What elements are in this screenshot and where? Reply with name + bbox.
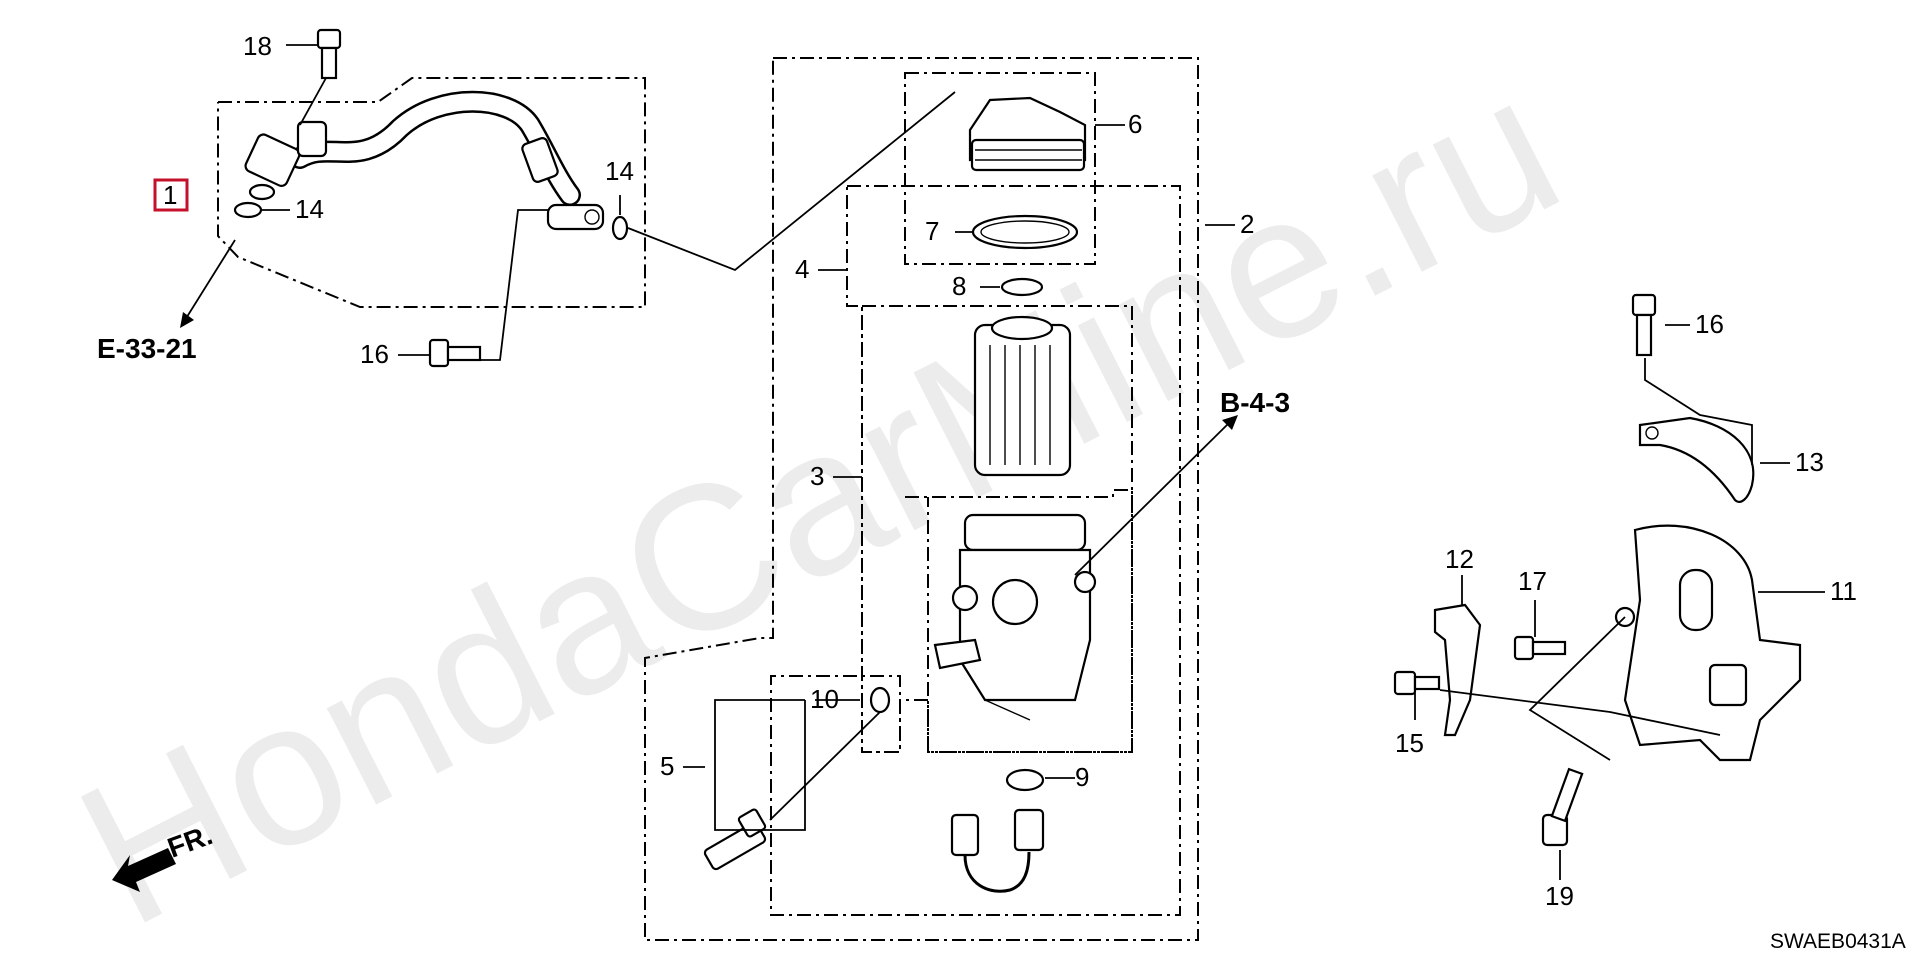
bolt-18 [316,28,342,80]
o-ring-9 [1005,768,1045,792]
callout-17: 17 [1518,566,1547,596]
callout-6: 6 [1128,109,1142,139]
callout-14-right: 14 [605,156,634,186]
washer-10 [869,686,891,714]
filter-housing [933,513,1097,721]
callout-4: 4 [795,254,809,284]
callout-1-highlight [153,178,189,212]
assembly-3-outline [861,305,1133,753]
filter-element [973,315,1072,477]
callout-16-left: 16 [360,339,389,369]
callout-10: 10 [810,684,839,714]
bracket-13 [1638,416,1755,503]
pipe-group-outline [217,77,646,308]
bolt-16-left [428,338,482,368]
callout-8: 8 [952,271,966,301]
o-ring-14-right [611,215,629,241]
callout-9: 9 [1075,762,1089,792]
callout-11: 11 [1830,576,1857,606]
callout-1: 1 [163,180,177,210]
ref-e-33-21: E-33-21 [97,333,197,364]
housing-group-outline [905,489,1133,753]
callout-7: 7 [925,216,939,246]
callout-15: 15 [1395,728,1424,758]
assembly-4-outline [770,185,1181,916]
fuel-sensor [950,808,1045,893]
bolt-16-right [1631,293,1657,357]
o-ring-8 [1000,277,1044,297]
filter-cap [968,96,1087,172]
front-arrow-icon [112,848,176,892]
bracket-11 [1614,524,1802,762]
drain-plug [703,808,767,871]
callout-3: 3 [810,461,824,491]
bracket-12 [1433,603,1482,737]
callout-18: 18 [243,31,272,61]
bolt-15 [1393,670,1441,696]
ref-b-4-3: B-4-3 [1220,387,1290,418]
bolt-17 [1513,635,1567,661]
cap-group-outline [904,72,1096,265]
o-ring-14-left [233,201,263,219]
callout-2: 2 [1240,209,1254,239]
callout-12: 12 [1445,544,1474,574]
callout-14-left: 14 [295,194,324,224]
fuel-pipe-assembly [244,90,605,231]
leader-lines [180,44,1825,880]
callout-5: 5 [660,751,674,781]
callout-19: 19 [1545,881,1574,911]
bolt-19 [1541,767,1584,847]
callout-13: 13 [1795,447,1824,477]
diagram-code: SWAEB0431A [1770,930,1906,953]
assembly-2-outline [644,57,1199,941]
callout-16-right: 16 [1695,309,1724,339]
